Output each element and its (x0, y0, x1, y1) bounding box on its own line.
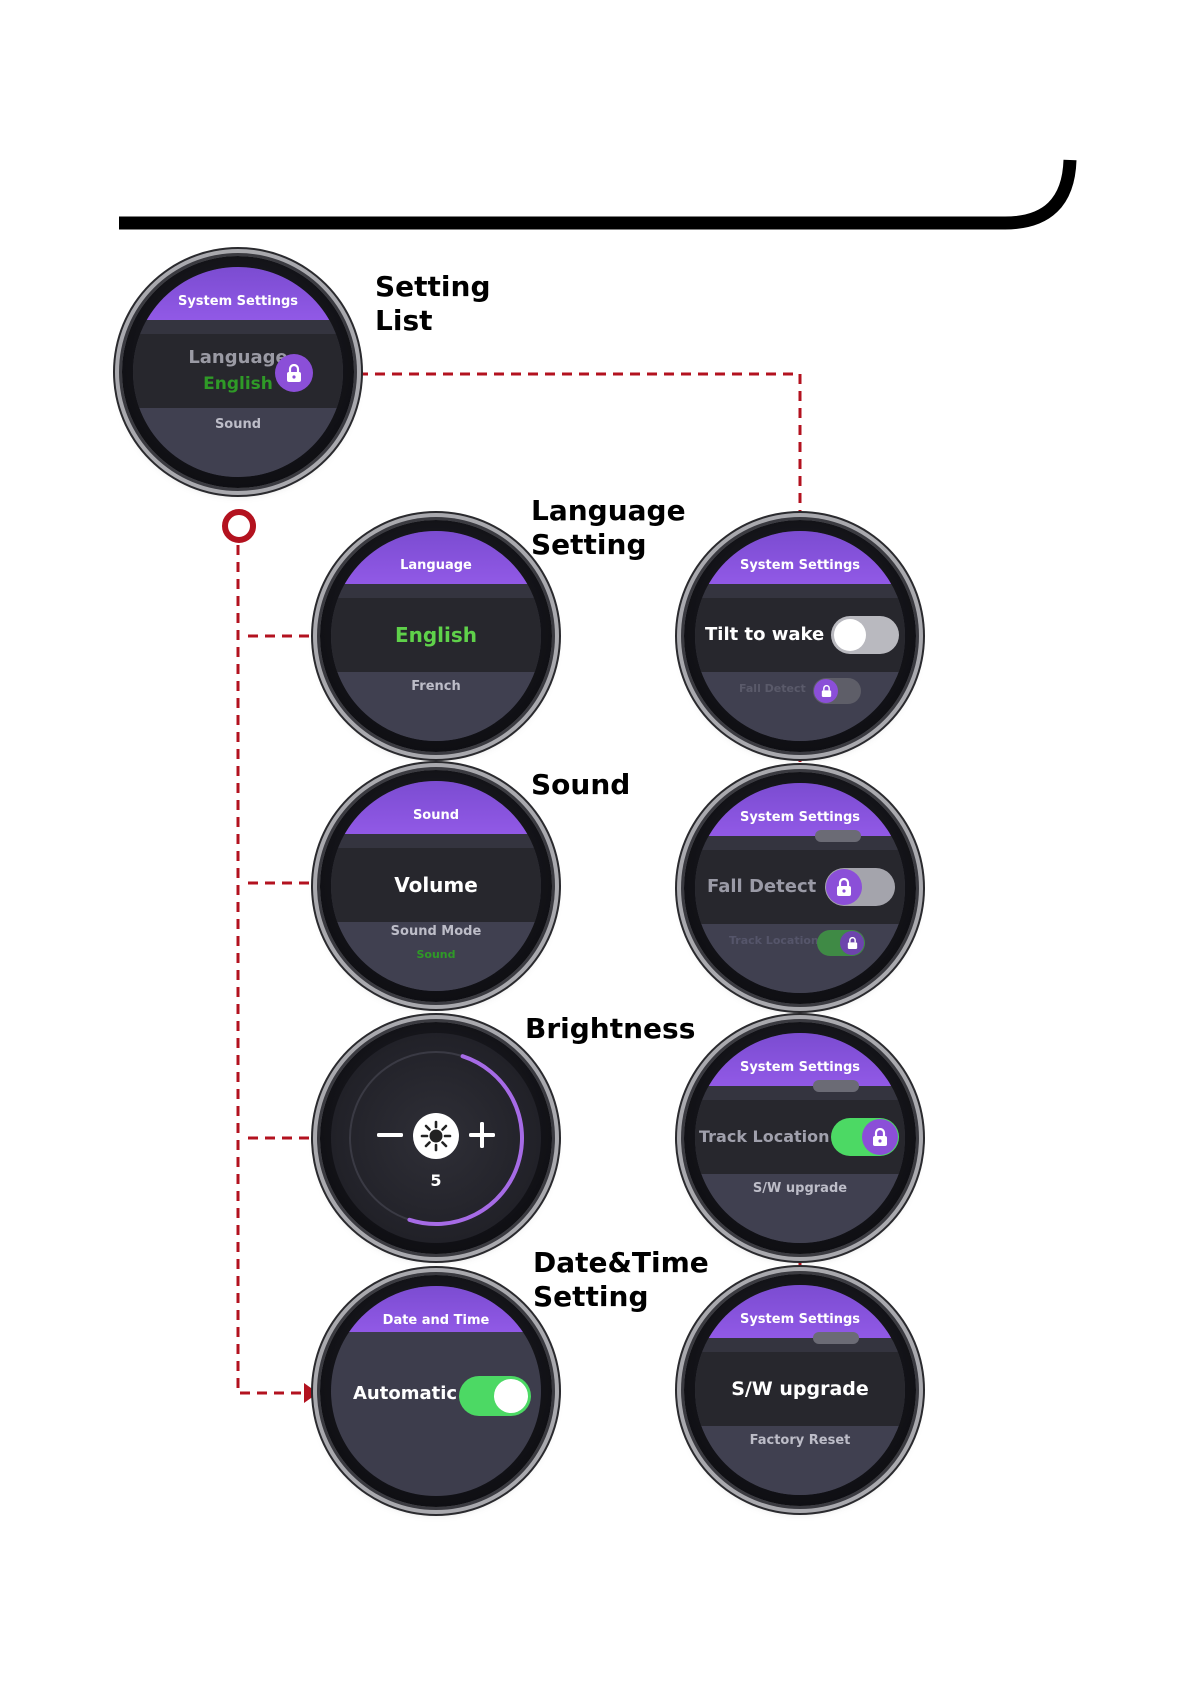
sw-upgrade-label: S/W upgrade (731, 1377, 869, 1400)
english-label: English (394, 622, 478, 647)
screen-header: System Settings (695, 1285, 905, 1338)
screen-sw-upgrade: System Settings S/W upgrade Factory Rese… (695, 1285, 905, 1495)
screen-header: System Settings (695, 531, 905, 584)
connector-vertical-trunk (236, 545, 306, 1395)
sw-upgrade-row[interactable]: S/W upgrade (695, 1352, 905, 1426)
fall-detect-row: Fall Detect (695, 671, 905, 741)
label-sound: Sound (531, 768, 631, 801)
watch-sound[interactable]: Sound Volume Sound Mode Sound (320, 770, 552, 1002)
tilt-label: Tilt to wake (705, 624, 825, 646)
watch-date-time[interactable]: Date and Time Automatic (320, 1275, 552, 1507)
label-brightness: Brightness (525, 1012, 696, 1045)
connector-start-node (222, 509, 256, 543)
french-option[interactable]: French (331, 671, 541, 741)
tilt-row: Tilt to wake (695, 598, 905, 672)
brightness-arc (349, 1051, 524, 1226)
screen-setting-list: System Settings Language English Sound (133, 267, 343, 477)
volume-label: Volume (394, 872, 478, 897)
lock-icon (814, 678, 838, 703)
screen-header: System Settings (133, 267, 343, 320)
screen-tilt: System Settings Tilt to wake Fall Detect (695, 531, 905, 741)
watch-tilt[interactable]: System Settings Tilt to wake Fall Detect (684, 520, 916, 752)
track-location-row: Track Location (695, 923, 905, 993)
sound-mode-row[interactable]: Sound Mode Sound (331, 921, 541, 991)
screen-track-location: System Settings Track Location S/W upgra… (695, 1033, 905, 1243)
watch-setting-list[interactable]: System Settings Language English Sound (122, 256, 354, 488)
label-date-time-setting: Date&Time Setting (533, 1246, 709, 1313)
screen-date-time: Date and Time Automatic (331, 1286, 541, 1496)
plus-icon[interactable] (467, 1120, 497, 1150)
language-item-value: English (203, 374, 273, 395)
header-rule (119, 159, 1077, 230)
volume-row[interactable]: Volume (331, 848, 541, 922)
lock-icon (275, 354, 313, 393)
track-location-mini-toggle[interactable] (817, 929, 865, 956)
lock-icon (826, 869, 862, 906)
fall-detect-toggle[interactable] (825, 868, 895, 907)
automatic-label: Automatic (353, 1383, 458, 1404)
arrowhead-icon (304, 1383, 318, 1403)
track-location-label: Track Location (699, 1127, 830, 1147)
screen-language: Language English French (331, 531, 541, 741)
screen-header: Sound (331, 781, 541, 834)
watch-sw-upgrade[interactable]: System Settings S/W upgrade Factory Rese… (684, 1274, 916, 1506)
screen-header: System Settings (695, 1033, 905, 1086)
screen-header: Language (331, 531, 541, 584)
language-row[interactable]: Language English (133, 334, 343, 408)
fall-detect-row: Fall Detect (695, 850, 905, 924)
watch-track-location[interactable]: System Settings Track Location S/W upgra… (684, 1022, 916, 1254)
lock-icon (862, 1119, 898, 1156)
label-setting-list: Setting List (375, 270, 491, 337)
english-option[interactable]: English (331, 598, 541, 672)
language-item-label: Language (188, 347, 288, 369)
watch-fall-detect[interactable]: System Settings Fall Detect Track Locati… (684, 772, 916, 1004)
watch-brightness[interactable]: 5 (320, 1022, 552, 1254)
screen-fall-detect: System Settings Fall Detect Track Locati… (695, 783, 905, 993)
connector-list-to-tilt (358, 372, 802, 520)
screen-sound: Sound Volume Sound Mode Sound (331, 781, 541, 991)
track-location-row: Track Location (695, 1100, 905, 1174)
factory-reset-row[interactable]: Factory Reset (695, 1425, 905, 1495)
fall-detect-mini-toggle[interactable] (813, 677, 861, 704)
screen-header: System Settings (695, 783, 905, 836)
sw-upgrade-row[interactable]: S/W upgrade (695, 1173, 905, 1243)
sun-icon (413, 1113, 459, 1159)
brightness-value: 5 (430, 1171, 442, 1190)
automatic-toggle[interactable] (459, 1376, 531, 1416)
fall-detect-label: Fall Detect (707, 876, 817, 898)
watch-language[interactable]: Language English French (320, 520, 552, 752)
sound-row[interactable]: Sound (133, 407, 343, 477)
label-language-setting: Language Setting (531, 494, 686, 561)
lock-icon (840, 930, 864, 955)
track-location-toggle[interactable] (831, 1118, 899, 1157)
screen-header: Date and Time (331, 1286, 541, 1333)
screen-brightness: 5 (331, 1033, 541, 1243)
tilt-toggle[interactable] (831, 616, 899, 655)
minus-icon[interactable] (375, 1120, 405, 1150)
